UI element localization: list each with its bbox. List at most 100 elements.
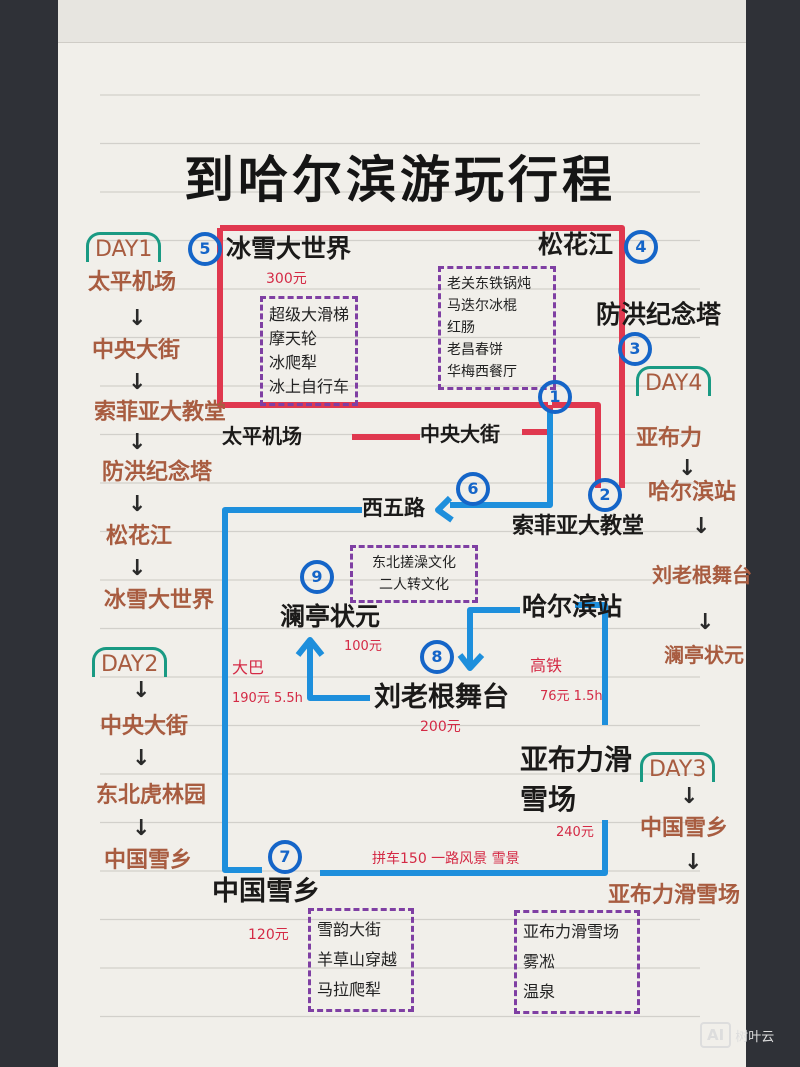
day1-stop: 太平机场 [88, 270, 177, 295]
arrow-down-icon: ↓ [132, 678, 151, 703]
map-label-yabuli: 亚布力滑雪场 [520, 743, 633, 816]
stop-number-7: 7 [268, 840, 302, 874]
list-item: 摩天轮 [269, 329, 318, 348]
day4-stop: 亚布力 [636, 426, 703, 451]
day2-stop: 中央大街 [100, 714, 189, 739]
map-label-harbin-station: 哈尔滨站 [522, 592, 623, 621]
arrow-down-icon: ↓ [128, 370, 147, 395]
list-item: 二人转文化 [379, 577, 449, 593]
arrow-down-icon: ↓ [696, 610, 715, 635]
ice-world-price: 300元 [266, 271, 307, 287]
day1-label: DAY1 [86, 232, 162, 262]
red-route-outer [220, 225, 625, 488]
map-label-ice-world: 冰雪大世界 [226, 234, 352, 263]
arrow-down-icon: ↓ [132, 816, 151, 841]
stop-number-9: 9 [300, 560, 334, 594]
stop-number-8: 8 [420, 640, 454, 674]
list-item: 雪韵大街 [317, 920, 382, 939]
day1-stop: 索菲亚大教堂 [94, 400, 227, 425]
stop-number-2: 2 [588, 478, 622, 512]
blue-route-yabuli-to-station [575, 602, 608, 725]
map-label-sophia: 索菲亚大教堂 [512, 514, 645, 539]
blue-arrow-9 [295, 637, 325, 657]
map-label-xuexiang: 中国雪乡 [212, 876, 320, 907]
list-item: 老昌春饼 [447, 342, 503, 358]
bus-info: 190元 5.5h [232, 691, 303, 706]
red-route [217, 225, 625, 488]
day4-stop: 刘老根舞台 [652, 563, 752, 587]
zhuangyuan-price: 100元 [344, 639, 382, 654]
blue-arrow-8 [457, 652, 485, 671]
notebook-binding-strip [58, 0, 746, 43]
stop-number-5: 5 [188, 232, 222, 266]
central-street-food-list: 老关东铁锅炖 马迭尔冰棍 红肠 老昌春饼 华梅西餐厅 [438, 266, 556, 390]
list-item: 马迭尔冰棍 [447, 298, 517, 314]
day3-stop: 中国雪乡 [640, 816, 729, 841]
arrow-down-icon: ↓ [128, 306, 147, 331]
blue-route-1-to-6 [450, 410, 553, 508]
blue-route-station-to-8 [467, 607, 520, 665]
day2-stop: 东北虎林园 [96, 783, 207, 808]
day4-stop: 澜亭状元 [664, 643, 744, 667]
red-route-inner [552, 402, 601, 488]
day1-stop: 松花江 [106, 524, 173, 549]
list-item: 红肠 [447, 320, 475, 336]
yabuli-price: 240元 [556, 825, 594, 840]
list-item: 东北搓澡文化 [372, 555, 456, 571]
arrow-down-icon: ↓ [692, 514, 711, 539]
list-item: 雾凇 [523, 952, 556, 971]
watermark-text: 树叶云 [735, 1029, 775, 1045]
train-label: 高铁 [530, 656, 563, 675]
page-title: 到哈尔滨游玩行程 [184, 151, 616, 209]
blue-route [222, 410, 608, 876]
arrow-down-icon: ↓ [128, 430, 147, 455]
watermark: AI 树叶云 [700, 1022, 774, 1048]
red-route-left [217, 228, 548, 408]
day1-stop: 中央大街 [92, 338, 181, 363]
day4-label: DAY4 [636, 366, 712, 396]
carpool-note: 拼车150 一路风景 雪景 [372, 851, 520, 867]
day1-stop: 冰雪大世界 [104, 588, 215, 613]
list-item: 冰爬犁 [269, 353, 318, 372]
list-item: 马拉爬犁 [317, 980, 382, 999]
blue-route-8-to-9 [307, 645, 370, 701]
map-label-airport: 太平机场 [222, 424, 302, 448]
notebook-page [58, 0, 746, 1067]
blue-arrow-6 [435, 495, 454, 523]
liulaogen-price: 200元 [420, 719, 461, 735]
list-item: 老关东铁锅炖 [447, 276, 531, 292]
day2-label: DAY2 [92, 647, 168, 677]
arrow-down-icon: ↓ [128, 556, 147, 581]
stop-number-1: 1 [538, 380, 572, 414]
list-item: 羊草山穿越 [317, 950, 398, 969]
xuexiang-price: 120元 [248, 927, 289, 943]
arrow-down-icon: ↓ [128, 492, 147, 517]
ice-world-activities: 超级大滑梯 摩天轮 冰爬犁 冰上自行车 [260, 296, 358, 406]
list-item: 华梅西餐厅 [447, 364, 517, 380]
day4-stop: 哈尔滨站 [648, 480, 737, 505]
list-item: 冰上自行车 [269, 377, 350, 396]
list-item: 亚布力滑雪场 [523, 922, 620, 941]
watermark-badge: AI [700, 1022, 732, 1048]
day3-label: DAY3 [640, 752, 716, 782]
blue-route-to-xuexiang [222, 507, 362, 873]
arrow-down-icon: ↓ [684, 850, 703, 875]
map-label-flood-tower: 防洪纪念塔 [596, 300, 722, 329]
map-label-zhuangyuan: 澜亭状元 [280, 602, 381, 631]
arrow-down-icon: ↓ [132, 746, 151, 771]
day3-stop: 亚布力滑雪场 [608, 883, 741, 908]
day2-stop: 中国雪乡 [104, 848, 193, 873]
list-item: 温泉 [523, 982, 556, 1001]
stop-number-4: 4 [624, 230, 658, 264]
bus-label: 大巴 [232, 658, 265, 677]
culture-list: 东北搓澡文化 二人转文化 [350, 545, 478, 603]
arrow-down-icon: ↓ [680, 784, 699, 809]
yabuli-activities: 亚布力滑雪场 雾凇 温泉 [514, 910, 640, 1014]
stop-number-3: 3 [618, 332, 652, 366]
map-label-songhua-river: 松花江 [538, 230, 614, 259]
day1-stop: 防洪纪念塔 [102, 460, 213, 485]
train-info: 76元 1.5h [540, 689, 603, 704]
map-label-liulaogen: 刘老根舞台 [374, 682, 509, 713]
map-label-central-street: 中央大街 [420, 422, 500, 446]
